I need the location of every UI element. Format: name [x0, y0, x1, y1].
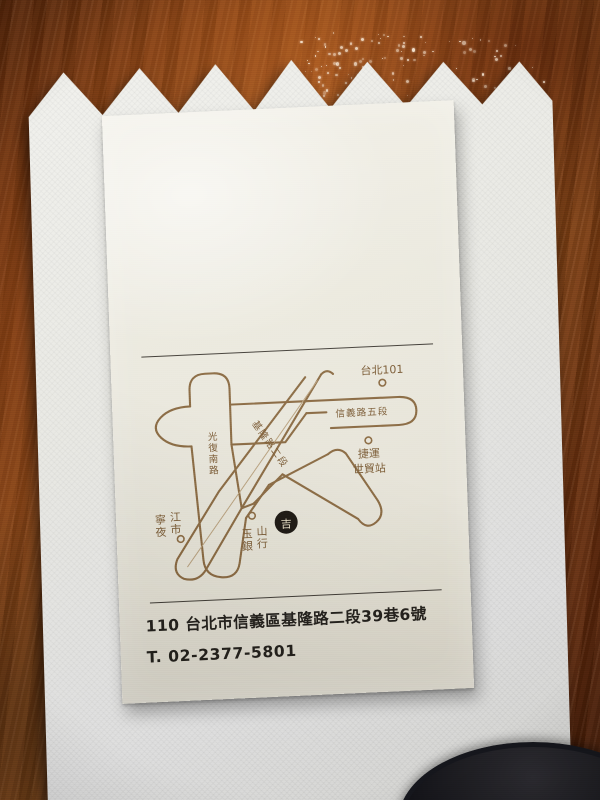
shop-location-marker: 吉	[274, 510, 298, 534]
landmark-label-mrt-line1: 捷運	[358, 446, 380, 461]
marker-esun-bank	[247, 511, 257, 520]
landmark-label-esun-col1: 玉銀	[240, 528, 254, 553]
address-street: 110 台北市信義區基隆路二段39巷6號	[145, 604, 428, 636]
landmark-label-esun-col2: 山行	[255, 525, 269, 551]
landmark-label-night-market-col1: 寧夜	[153, 512, 167, 539]
road-label-guangfu-south: 光復南路	[205, 431, 218, 477]
marker-taipei-101	[378, 378, 387, 387]
road-guangfu-south	[154, 372, 248, 579]
marker-night-market	[176, 534, 185, 544]
map-diagram: 吉 光復南路 信義路五段 基隆路二段 台北101 捷運 世貿站	[153, 362, 418, 581]
address-block: 110 台北市信義區基隆路二段39巷6號 T. 02-2377-5801	[145, 601, 456, 667]
business-card: 吉 光復南路 信義路五段 基隆路二段 台北101 捷運 世貿站	[101, 100, 475, 704]
shop-marker-glyph: 吉	[281, 517, 292, 530]
landmark-label-mrt-line2: 世貿站	[353, 461, 386, 476]
location-map: 吉 光復南路 信義路五段 基隆路二段 台北101 捷運 世貿站	[129, 349, 457, 599]
landmark-label-night-market-col2: 江市	[168, 511, 182, 537]
marker-mrt-station	[364, 436, 373, 445]
road-label-xinyi-sec5: 信義路五段	[335, 405, 388, 419]
landmark-label-taipei-101: 台北101	[360, 362, 403, 378]
address-phone: T. 02-2377-5801	[146, 641, 298, 667]
